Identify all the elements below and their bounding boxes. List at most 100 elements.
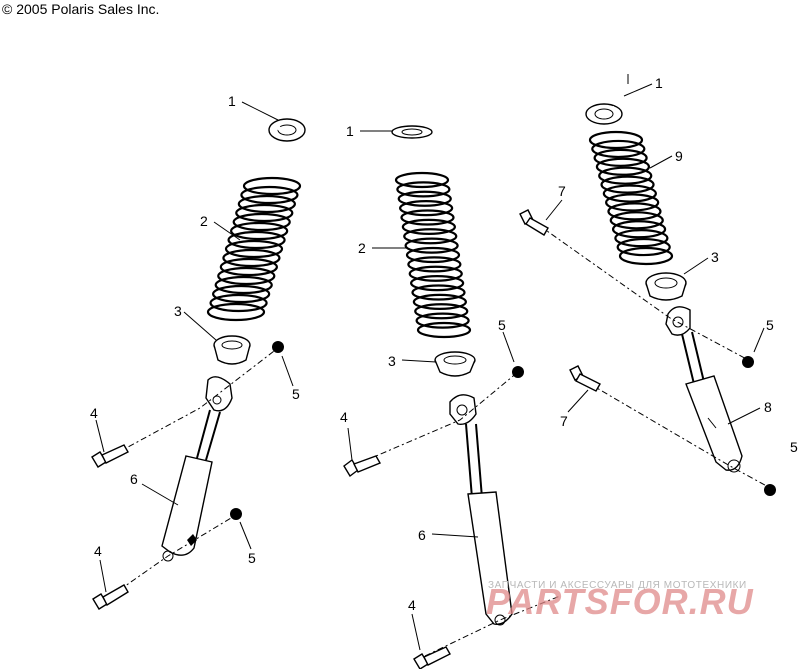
spring-coil <box>230 221 289 241</box>
callout-6-center: 6 <box>418 527 426 543</box>
spring-coil <box>222 248 281 268</box>
right-lower-nut <box>764 484 776 496</box>
left-upper-nut <box>272 341 284 353</box>
callout-2-center: 2 <box>358 240 366 256</box>
spring-coil <box>242 176 302 196</box>
left-lower-nut <box>230 508 242 520</box>
callout-3-right: 3 <box>711 249 719 265</box>
spring-coil <box>237 194 296 214</box>
right-upper-nut <box>742 356 754 368</box>
spring-coil <box>206 302 266 322</box>
spring-coil <box>224 239 284 259</box>
spring-coil <box>611 220 667 239</box>
left-shock-assembly <box>91 101 306 610</box>
left-lower-bolt <box>92 584 129 610</box>
spring-coil <box>399 200 454 217</box>
spring-coil <box>609 211 664 230</box>
spring-coil <box>407 256 462 273</box>
callout-1-left: 1 <box>228 93 236 109</box>
right-lower-bolt <box>569 365 601 392</box>
spring-coil <box>618 246 674 266</box>
center-spring <box>394 171 472 339</box>
left-upper-bolt <box>91 444 129 468</box>
spring-coil <box>403 228 458 245</box>
callout-8-right: 8 <box>764 399 772 415</box>
spring-coil <box>607 202 662 221</box>
callout-5-left-upper: 5 <box>292 386 300 402</box>
watermark-tagline: ЗАПЧАСТИ И АКСЕССУАРЫ ДЛЯ МОТОТЕХНИКИ <box>488 580 747 591</box>
spring-coil <box>396 181 451 198</box>
spring-coil <box>227 230 286 250</box>
center-retainer-clip <box>391 125 433 139</box>
spring-coil <box>593 148 648 167</box>
spring-coil <box>397 190 452 207</box>
right-upper-bolt <box>519 209 549 236</box>
spring-coil <box>235 203 294 223</box>
left-shock-body <box>161 376 233 562</box>
center-spring-seat <box>434 351 476 377</box>
spring-coil <box>588 130 644 150</box>
right-spring <box>588 130 674 266</box>
spring-coil <box>394 171 450 189</box>
callout-6-left: 6 <box>130 471 138 487</box>
callout-7-right-upper: 7 <box>558 183 566 199</box>
spring-coil <box>600 175 655 194</box>
center-upper-nut <box>512 366 524 378</box>
callout-5-right-upper: 5 <box>766 317 774 333</box>
callout-5-center: 5 <box>498 317 506 333</box>
spring-coil <box>415 312 470 329</box>
spring-coil <box>401 218 456 235</box>
spring-coil <box>614 229 669 248</box>
spring-coil <box>616 237 671 257</box>
left-retainer-clip <box>268 118 306 142</box>
spring-coil <box>595 157 651 176</box>
callout-5-right-lower: 5 <box>790 439 798 455</box>
right-shock-assembly <box>519 74 776 496</box>
spring-coil <box>411 284 466 301</box>
spring-coil <box>414 303 469 320</box>
callout-1-right: 1 <box>655 75 663 91</box>
spring-coil <box>232 212 291 232</box>
spring-coil <box>416 321 472 339</box>
left-spring-seat <box>213 335 251 365</box>
spring-coil <box>598 166 653 185</box>
watermark-logo: PARTSFOR.RU <box>486 581 754 622</box>
spring-coil <box>591 139 646 159</box>
copyright-text: © 2005 Polaris Sales Inc. <box>2 1 159 17</box>
callout-1-center: 1 <box>346 123 354 139</box>
callout-3-center: 3 <box>388 353 396 369</box>
right-retainer-clip <box>585 103 623 125</box>
spring-coil <box>219 257 278 277</box>
center-shock-body <box>449 394 513 626</box>
callout-7-right-lower: 7 <box>560 413 568 429</box>
spring-coil <box>405 246 461 264</box>
center-lower-bolt <box>413 646 451 669</box>
callout-2-left: 2 <box>200 213 208 229</box>
callout-3-left: 3 <box>174 303 182 319</box>
spring-coil <box>602 184 657 203</box>
left-spring <box>206 176 302 322</box>
spring-coil <box>400 209 455 226</box>
callout-5-left-lower: 5 <box>248 550 256 566</box>
callout-4-left-lower: 4 <box>94 543 102 559</box>
right-spring-seat <box>645 272 687 301</box>
spring-coil <box>217 266 276 286</box>
center-upper-bolt <box>343 455 382 478</box>
right-shock-body <box>665 306 743 473</box>
spring-coil <box>408 265 463 282</box>
center-shock-assembly <box>343 125 561 669</box>
spring-coil <box>214 275 273 295</box>
spring-coil <box>410 275 465 292</box>
callout-4-left-upper: 4 <box>90 405 98 421</box>
spring-coil <box>412 293 467 310</box>
spring-coil <box>212 284 271 304</box>
spring-coil <box>404 237 459 254</box>
callout-4-center-upper: 4 <box>340 409 348 425</box>
spring-coil <box>209 293 268 313</box>
spring-coil <box>240 185 299 205</box>
callout-9-right: 9 <box>675 148 683 164</box>
spring-coil <box>605 193 660 212</box>
callout-4-center-lower: 4 <box>408 597 416 613</box>
